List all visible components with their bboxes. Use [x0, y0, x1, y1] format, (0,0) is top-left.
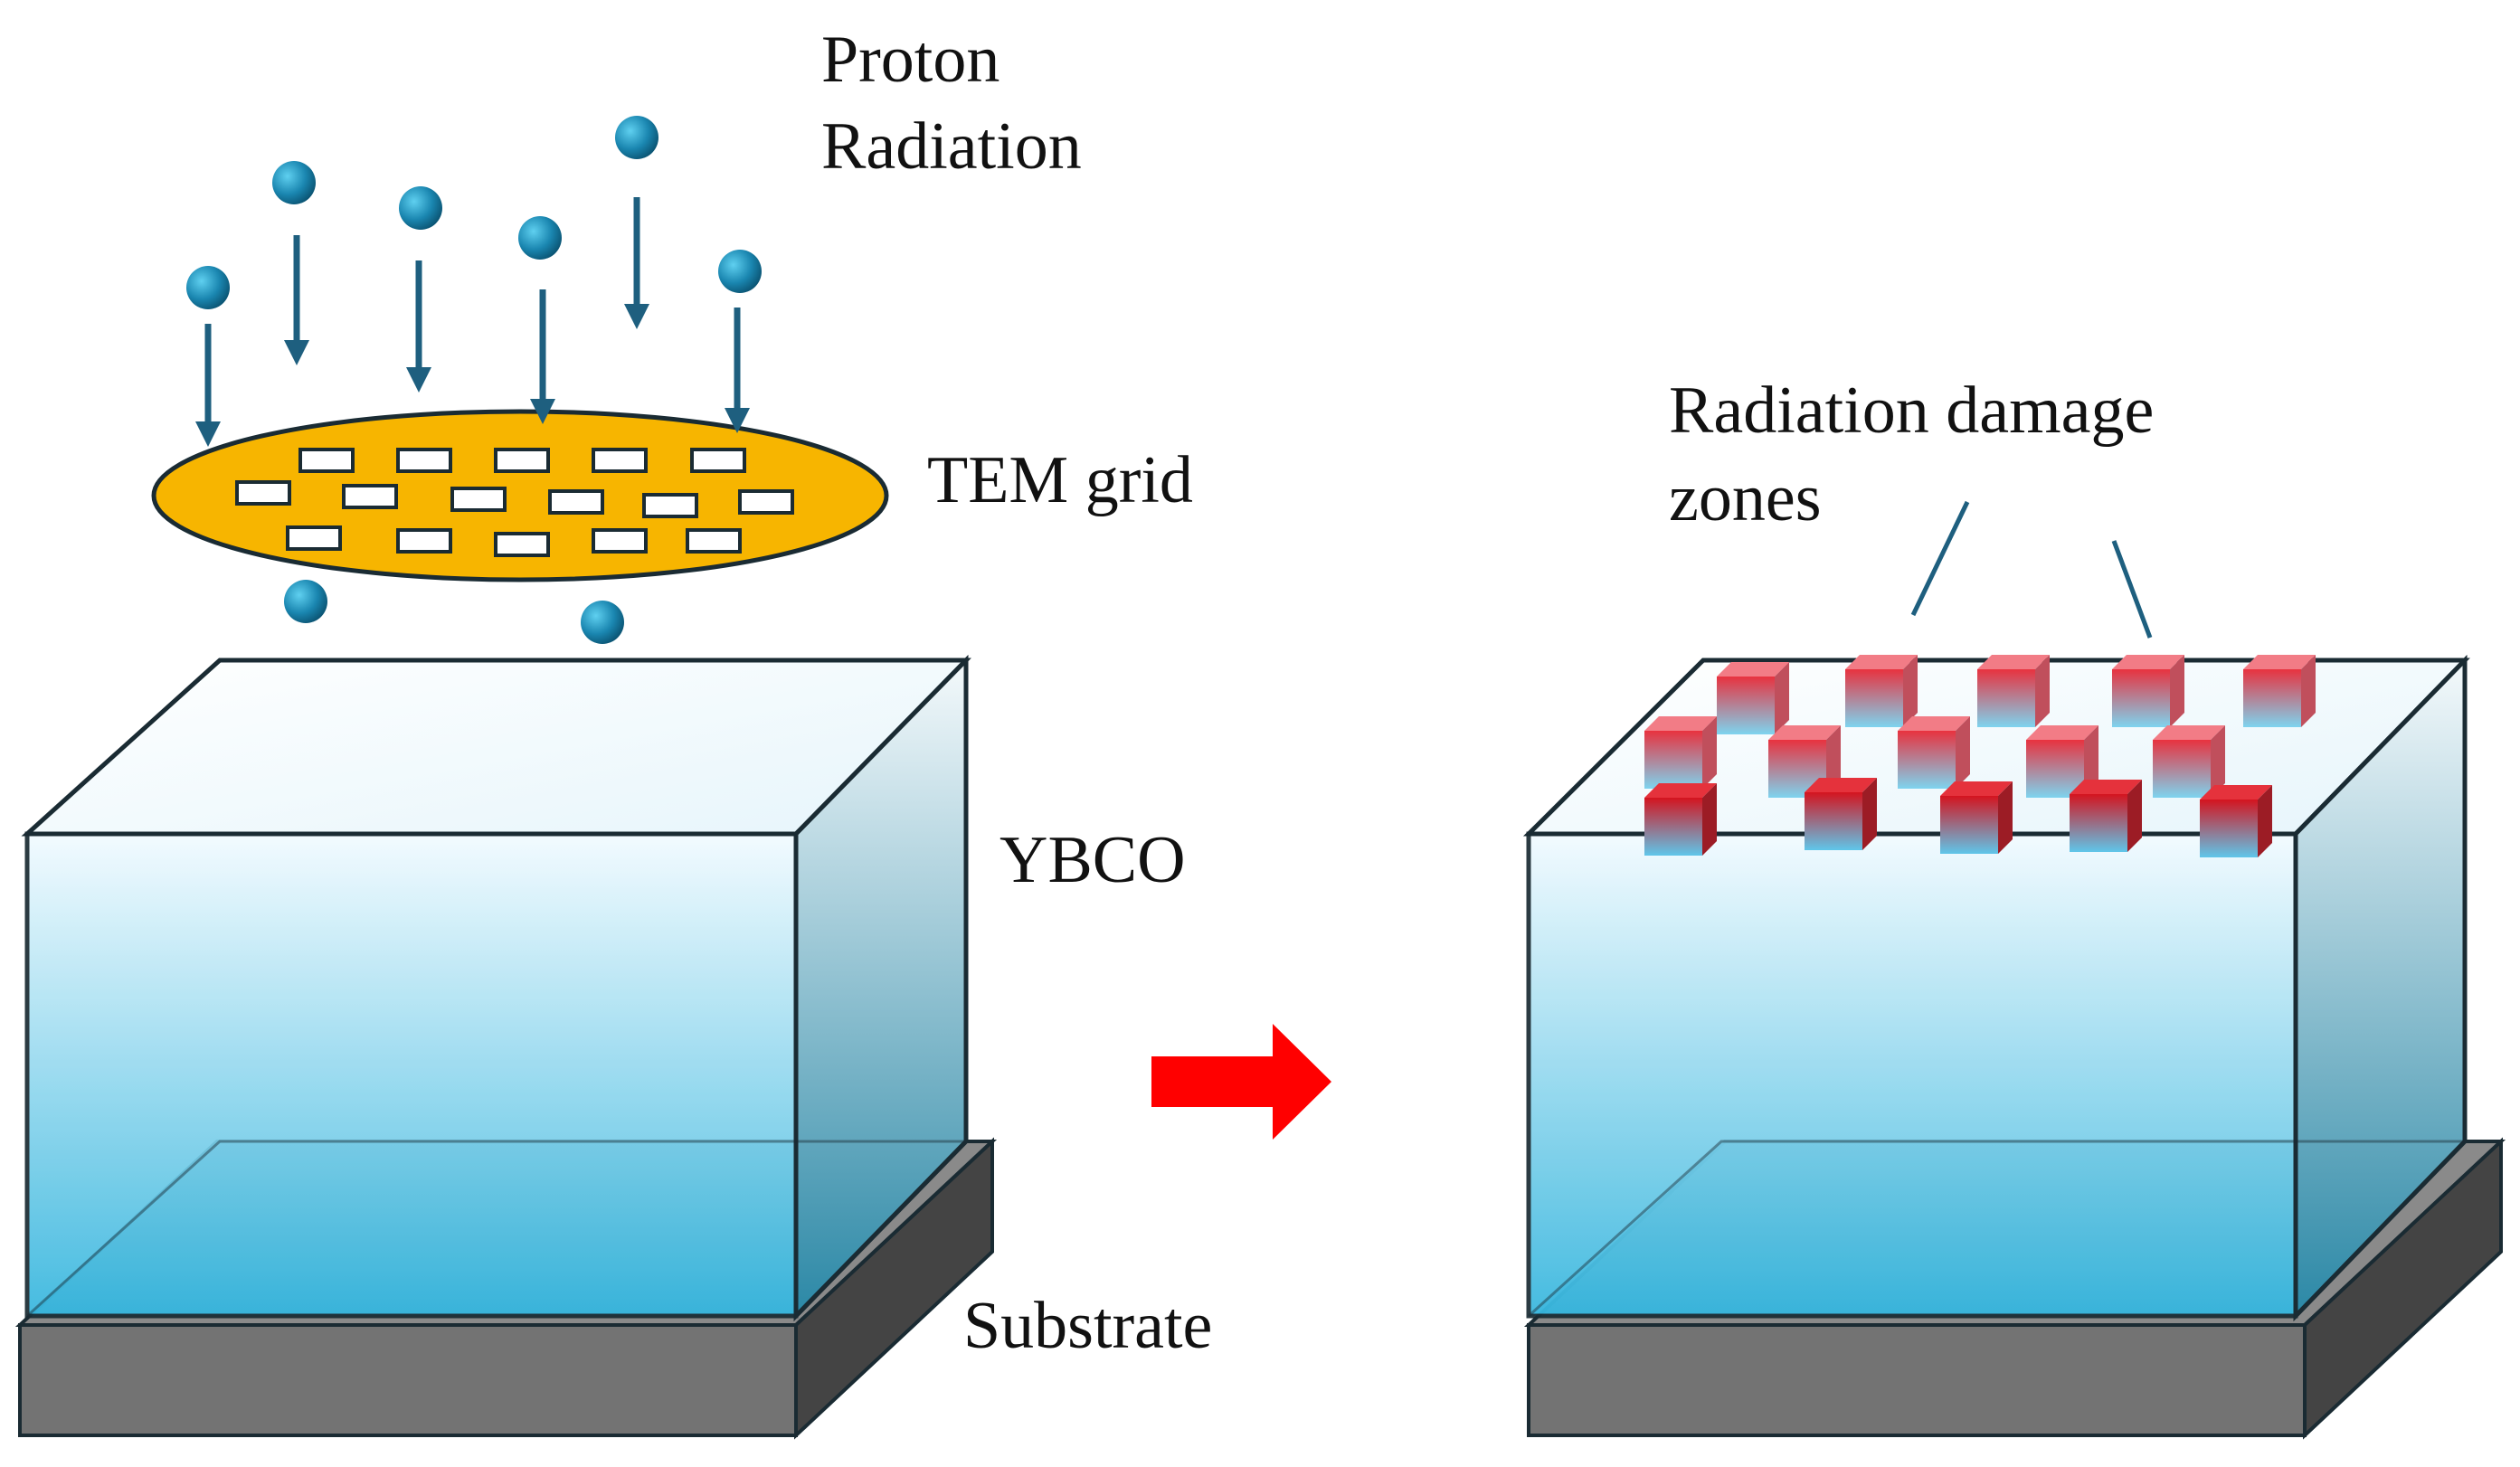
proton-radiation-label: Proton [821, 23, 999, 97]
damage-cube-icon [2112, 655, 2184, 727]
substrate-label: Substrate [963, 1289, 1212, 1363]
left-ybco-block [21, 654, 971, 1322]
proton-beam [186, 116, 762, 644]
damage-cube-icon [2153, 725, 2225, 798]
ybco-label: YBCO [999, 823, 1186, 897]
damage-zones-label: zones [1669, 461, 1822, 535]
proton-particle-icon [399, 186, 442, 230]
radiation-damage-zones [1644, 655, 2316, 857]
proton-particle-icon [186, 266, 230, 309]
damage-cube-icon [1898, 716, 1970, 789]
damage-cube-icon [1940, 781, 2013, 854]
damage-cube-icon [1644, 783, 1717, 856]
damage-cube-icon [1717, 662, 1789, 734]
proton-particle-icon [284, 580, 327, 623]
damage-pointer-lines [1910, 500, 2153, 639]
proton-radiation-label: Radiation [821, 109, 1082, 184]
damage-zones-label: Radiation damage [1669, 374, 2154, 448]
damage-cube-icon [2200, 785, 2272, 857]
proton-particle-icon [518, 216, 562, 260]
damage-cube-icon [1644, 716, 1717, 789]
proton-particle-icon [581, 601, 624, 644]
damage-cube-icon [1977, 655, 2050, 727]
right-arrow-icon [1151, 1024, 1331, 1140]
damage-cube-icon [1845, 655, 1918, 727]
damage-cube-icon [2070, 780, 2142, 852]
proton-particle-icon [615, 116, 658, 159]
damage-cube-icon [1805, 778, 1877, 850]
tem-grid-label: TEM grid [927, 443, 1193, 517]
tem-grid [151, 409, 889, 582]
proton-particle-icon [718, 250, 762, 293]
proton-particle-icon [272, 161, 316, 204]
damage-cube-icon [2243, 655, 2316, 727]
